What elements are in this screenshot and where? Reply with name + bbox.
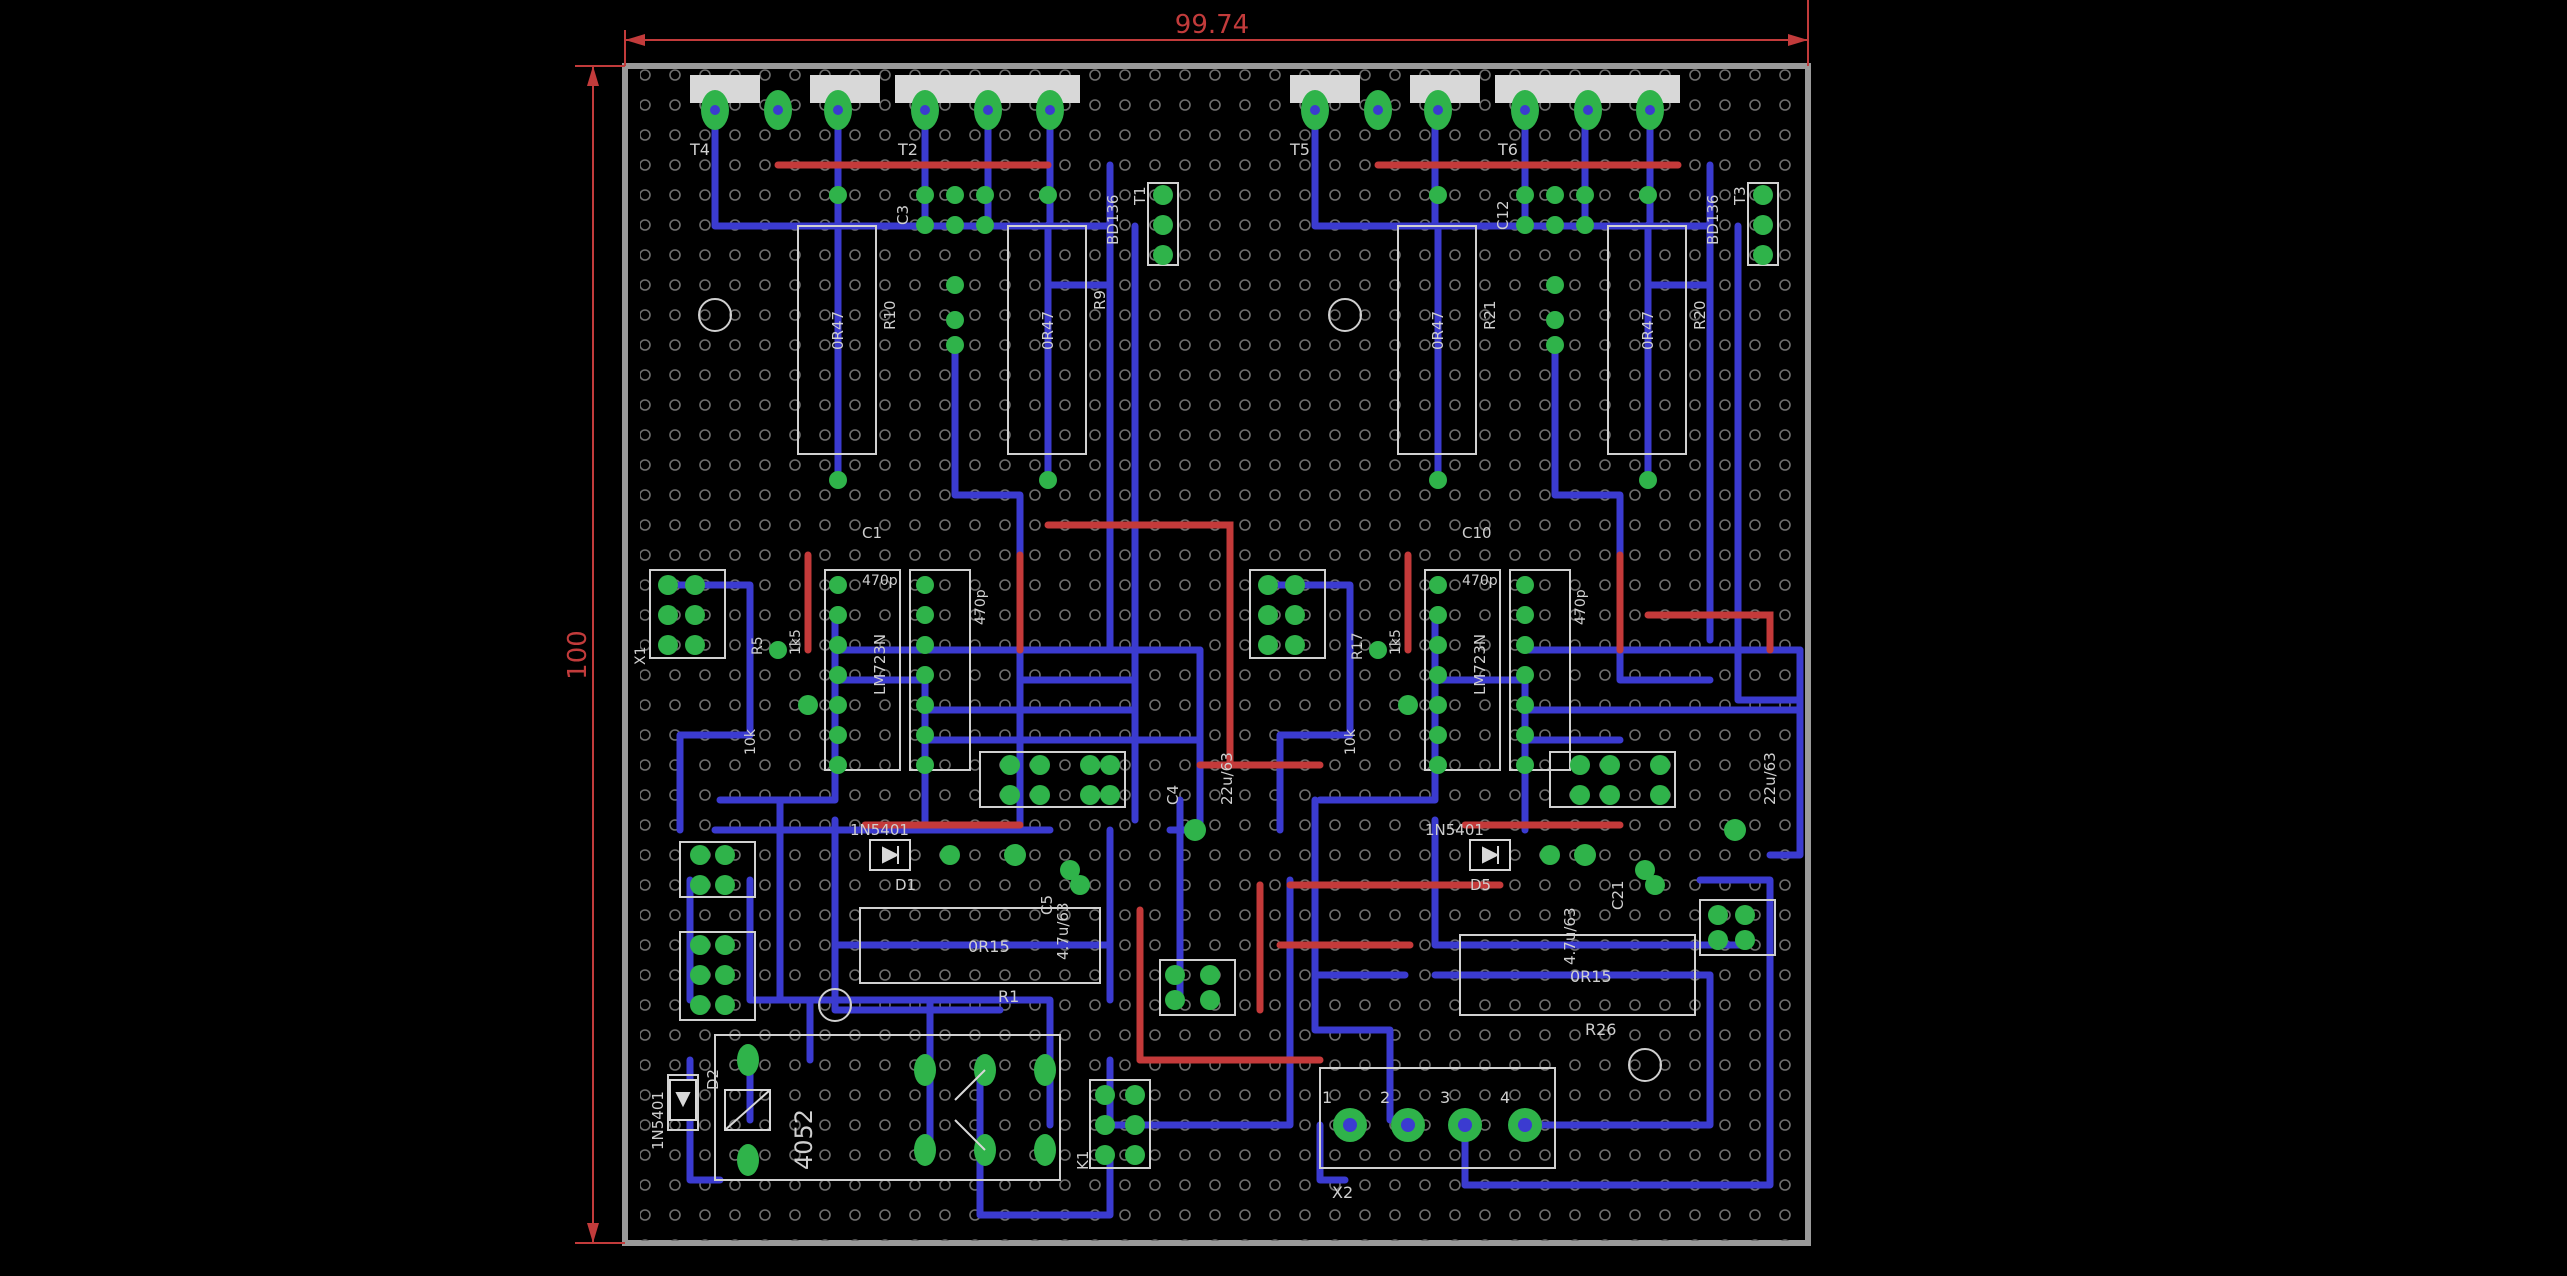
label-k1: K1 (1074, 1151, 1092, 1170)
label-x2-pin-4: 4 (1500, 1088, 1510, 1107)
dimension-height: 100 (563, 65, 625, 1244)
label-t2: T2 (897, 140, 918, 159)
label-t4: T4 (689, 140, 710, 159)
label-d1-value: 1N5401 (850, 821, 909, 839)
label-r5-value: 1k5 (788, 629, 804, 655)
label-c10: C10 (1462, 524, 1492, 542)
label-c3: C3 (894, 205, 912, 225)
board (622, 63, 1811, 1246)
symbols (669, 839, 1511, 1151)
label-d5-value: 1N5401 (1425, 821, 1484, 839)
label-c1: C1 (862, 524, 882, 542)
height-dimension-label: 100 (563, 630, 593, 680)
label-c21-value: 4.7u/63 (1561, 907, 1579, 965)
label-x2-pin-2: 2 (1380, 1088, 1390, 1107)
label-r26: R26 (1585, 1020, 1616, 1039)
label-x2-pin-1: 1 (1322, 1088, 1332, 1107)
label-c5: C5 (1038, 895, 1056, 915)
label-r1-value: 0R15 (968, 937, 1010, 956)
width-dimension-label: 99.74 (1175, 10, 1249, 40)
label-r17: R17 (1350, 632, 1366, 660)
label-t3-value: BD136 (1704, 195, 1722, 245)
label-c4: C4 (1164, 785, 1182, 805)
label-r10: R10 (881, 300, 899, 330)
label-r4-value: 10k (743, 728, 759, 755)
label-d2-value: 1N5401 (649, 1091, 667, 1150)
label-r20-value: 0R47 (1639, 311, 1657, 350)
label-r21: R21 (1481, 300, 1499, 330)
label-c21: C21 (1609, 880, 1627, 910)
label-r13-value: 10k (1343, 728, 1359, 755)
relay-pads (737, 1044, 1056, 1176)
label-c4-value: 22u/63 (1218, 752, 1236, 805)
label-k1-value: 4052 (790, 1109, 818, 1170)
label-c12: C12 (1494, 200, 1512, 230)
label-c10-value: 470p (1462, 573, 1498, 589)
label-t1: T1 (1131, 186, 1149, 206)
dimension-width: 99.74 (624, 0, 1809, 66)
label-r17-value: 1k5 (1388, 629, 1404, 655)
label-t1-value: BD136 (1104, 195, 1122, 245)
label-r10-value: 0R47 (829, 311, 847, 350)
label-r9: R9 (1091, 290, 1109, 310)
label-t3: T3 (1731, 186, 1749, 206)
label-x2: X2 (1332, 1183, 1353, 1202)
top-traces (774, 161, 1774, 1064)
component-pads (658, 185, 1773, 1165)
label-c11-value: 470p (1573, 589, 1589, 625)
label-c5-value: 4.7u/63 (1054, 902, 1072, 960)
label-r26-value: 0R15 (1570, 967, 1612, 986)
label-d1: D1 (895, 876, 916, 894)
label-t5: T5 (1289, 140, 1310, 159)
label-r20: R20 (1691, 300, 1709, 330)
label-d5: D5 (1470, 876, 1491, 894)
label-d2: D2 (704, 1069, 722, 1090)
label-x1: X1 (633, 647, 649, 666)
label-c20-value: 22u/63 (1761, 752, 1779, 805)
labels: T4 T2 T5 T6 C3 C12 R10 0R47 0R47 R9 BD13… (633, 140, 1779, 1202)
label-r1: R1 (998, 987, 1019, 1006)
label-c2-value: 470p (973, 589, 989, 625)
label-t6: T6 (1497, 140, 1518, 159)
label-ic3-value: LM723N (1471, 634, 1489, 695)
label-r5: R5 (750, 636, 766, 655)
label-c1-value: 470p (862, 573, 898, 589)
label-r21-value: 0R47 (1429, 311, 1447, 350)
pad-drills (710, 105, 1655, 1132)
label-ic1-value: LM723N (871, 634, 889, 695)
mounting-holes (698, 298, 1662, 1082)
label-x2-pin-3: 3 (1440, 1088, 1450, 1107)
label-r8-value: 0R47 (1039, 311, 1057, 350)
